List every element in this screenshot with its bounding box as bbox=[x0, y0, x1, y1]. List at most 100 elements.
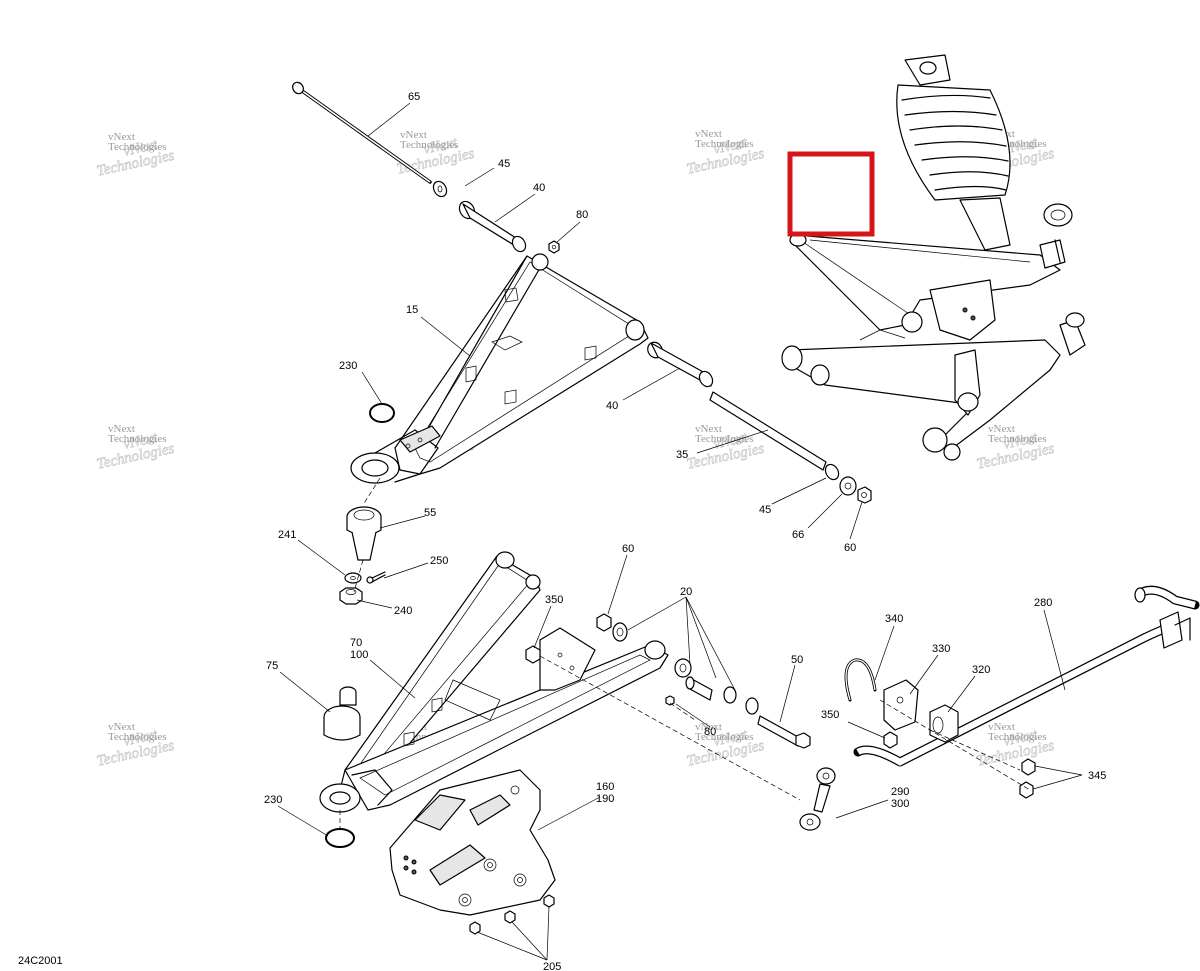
washer-45-mid bbox=[824, 463, 840, 481]
watermark-text: vNext bbox=[695, 128, 722, 140]
watermark-text: Technologies bbox=[695, 433, 754, 445]
shock-absorber bbox=[896, 54, 1073, 251]
bracket-340 bbox=[844, 658, 877, 702]
svg-text:vNext: vNext bbox=[122, 727, 160, 750]
svg-text:vNext: vNext bbox=[1002, 430, 1040, 453]
callout-45: 45 bbox=[498, 158, 510, 170]
stabilizer-bar-280 bbox=[853, 585, 1200, 767]
svg-text:vNext: vNext bbox=[122, 137, 160, 160]
castle-nut-240 bbox=[339, 587, 363, 605]
bushing-40-upper bbox=[458, 200, 527, 253]
watermark-text: vNext bbox=[108, 721, 135, 733]
assembly-line bbox=[539, 655, 801, 801]
watermark-text: vNext bbox=[695, 721, 722, 733]
washer-45-upper bbox=[432, 180, 448, 198]
retaining-ring-230-lower bbox=[325, 828, 355, 848]
callout-345: 345 bbox=[1088, 770, 1106, 782]
watermark-text: Technologies bbox=[108, 433, 167, 445]
callout-190: 190 bbox=[596, 793, 614, 805]
sleeve-35 bbox=[709, 391, 827, 471]
assembly-line bbox=[362, 477, 381, 506]
ball-joint-55 bbox=[346, 506, 382, 561]
callout-80: 80 bbox=[704, 726, 716, 738]
pivot-bolt-65 bbox=[292, 81, 432, 184]
callout-75: 75 bbox=[266, 660, 278, 672]
callout-350: 350 bbox=[545, 594, 563, 606]
washer-66 bbox=[839, 476, 857, 496]
callout-230: 230 bbox=[264, 794, 282, 806]
skid-plate-160 bbox=[389, 769, 556, 916]
sleeve-20-c bbox=[685, 676, 713, 701]
watermark-text: Technologies bbox=[988, 433, 1047, 445]
svg-text:vNext: vNext bbox=[712, 430, 750, 453]
lower-a-arm-70 bbox=[319, 551, 669, 813]
nut-80-lower bbox=[665, 695, 675, 706]
svg-text:vNext: vNext bbox=[1002, 727, 1040, 750]
nut-60-mid bbox=[857, 486, 872, 504]
callout-320: 320 bbox=[972, 664, 990, 676]
svg-text:vNext: vNext bbox=[422, 135, 460, 158]
stabilizer-bushing-320 bbox=[929, 704, 959, 743]
svg-text:vNext: vNext bbox=[122, 430, 160, 453]
retaining-ring-230-upper bbox=[369, 403, 395, 423]
callout-40: 40 bbox=[606, 400, 618, 412]
callout-290: 290 bbox=[891, 786, 909, 798]
diagram-code: 24C2001 bbox=[18, 955, 63, 967]
callout-45: 45 bbox=[759, 504, 771, 516]
svg-text:vNext: vNext bbox=[712, 135, 750, 158]
assembled-view bbox=[781, 54, 1086, 461]
bracket-330 bbox=[883, 679, 919, 731]
bushing-20-b bbox=[674, 658, 692, 678]
callout-55: 55 bbox=[424, 507, 436, 519]
callout-40: 40 bbox=[533, 182, 545, 194]
assembly-line bbox=[879, 699, 1031, 791]
watermark-text: Technologies bbox=[695, 138, 754, 150]
nuts-345 bbox=[1019, 758, 1036, 799]
bushing-40-mid bbox=[647, 341, 714, 388]
watermark-text: vNext bbox=[108, 423, 135, 435]
callout-labels: 65 45 40 80 15 230 40 35 45 66 60 55 241… bbox=[264, 91, 1106, 971]
callout-340: 340 bbox=[885, 613, 903, 625]
callout-280: 280 bbox=[1034, 597, 1052, 609]
callout-60: 60 bbox=[622, 543, 634, 555]
assembly-line bbox=[353, 559, 364, 593]
watermark-text: Technologies bbox=[400, 139, 459, 151]
watermark-text: Technologies bbox=[108, 731, 167, 743]
nut-60-lower bbox=[596, 613, 612, 632]
bolt-50 bbox=[757, 715, 811, 749]
watermark-text: vNext bbox=[988, 423, 1015, 435]
nut-350-lower bbox=[525, 645, 541, 664]
stabilizer-link-290 bbox=[799, 767, 836, 831]
callout-60: 60 bbox=[844, 542, 856, 554]
callout-350: 350 bbox=[821, 709, 839, 721]
callout-100: 100 bbox=[350, 649, 368, 661]
watermark-text: vNext bbox=[695, 423, 722, 435]
cotter-pin-250 bbox=[366, 571, 386, 584]
callout-20: 20 bbox=[680, 586, 692, 598]
callout-300: 300 bbox=[891, 798, 909, 810]
callout-15: 15 bbox=[406, 304, 418, 316]
nut-80-upper bbox=[548, 240, 560, 254]
callout-240: 240 bbox=[394, 605, 412, 617]
watermark-text: Technologies bbox=[108, 141, 167, 153]
nut-350-right bbox=[883, 731, 898, 749]
bushing-20-a bbox=[612, 622, 628, 642]
callout-230: 230 bbox=[339, 360, 357, 372]
upper-a-arm-15 bbox=[350, 253, 649, 484]
watermark-text: Technologies bbox=[988, 731, 1047, 743]
svg-text:vNext: vNext bbox=[1002, 135, 1040, 158]
callout-80: 80 bbox=[576, 209, 588, 221]
callout-205: 205 bbox=[543, 961, 561, 971]
washer-20-d bbox=[723, 686, 759, 715]
watermark-text: vNext bbox=[988, 721, 1015, 733]
watermark-text: Technologies bbox=[695, 731, 754, 743]
screws-205 bbox=[469, 894, 555, 935]
assembly-line bbox=[929, 729, 1021, 771]
callout-65: 65 bbox=[408, 91, 420, 103]
callout-160: 160 bbox=[596, 781, 614, 793]
washer-241 bbox=[344, 572, 362, 584]
watermark-text: vNext bbox=[108, 131, 135, 143]
callout-250: 250 bbox=[430, 555, 448, 567]
callout-50: 50 bbox=[791, 654, 803, 666]
